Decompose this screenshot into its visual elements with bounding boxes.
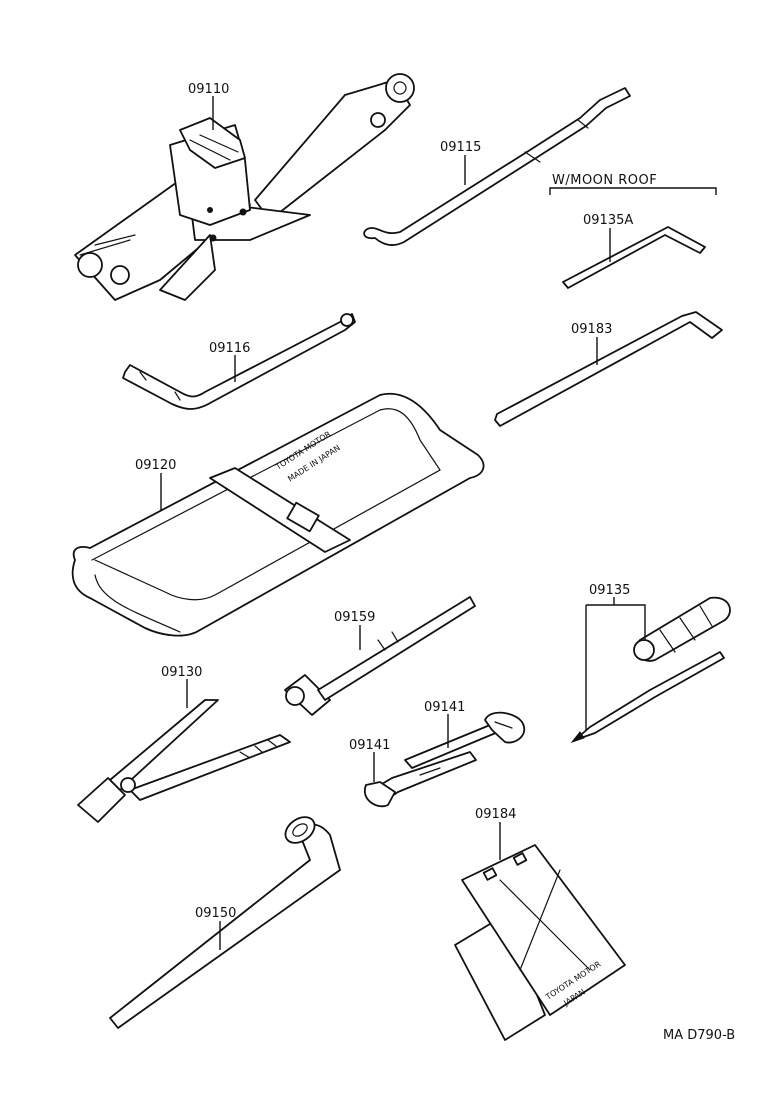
moon-roof-wrench <box>562 226 706 289</box>
wrench-upper <box>404 711 526 769</box>
label-tool-bag: 09120 <box>135 458 176 473</box>
scissor-jack <box>74 73 415 301</box>
wrench-lower <box>363 751 477 808</box>
label-screwdriver: 09135 <box>589 583 630 598</box>
label-lug-wrench: 09150 <box>195 906 236 921</box>
label-wrench-lower: 09141 <box>349 738 390 753</box>
jack-handle <box>363 87 631 246</box>
label-wrench-upper: 09141 <box>424 700 465 715</box>
extension-bar <box>284 596 476 716</box>
label-handle-rod: 09116 <box>209 341 250 356</box>
tool-bag <box>71 392 485 637</box>
label-jack-handle: 09115 <box>440 140 481 155</box>
pliers <box>77 699 291 823</box>
handle-rod-2 <box>494 311 723 427</box>
screwdriver <box>570 596 731 744</box>
label-extension-bar: 09159 <box>334 610 375 625</box>
label-jack: 09110 <box>188 82 229 97</box>
lug-wrench <box>109 816 341 1029</box>
label-moon-roof-wrench: 09135A <box>583 213 633 228</box>
label-wheel-chock: 09184 <box>475 807 516 822</box>
handle-rod <box>122 313 356 410</box>
moon-roof-label: W/MOON ROOF <box>552 173 657 188</box>
figure-code: MA D790-B <box>663 1028 735 1043</box>
moon-roof-bracket <box>549 187 717 195</box>
wheel-chock <box>454 844 626 1041</box>
label-handle-rod-2: 09183 <box>571 322 612 337</box>
label-pliers: 09130 <box>161 665 202 680</box>
